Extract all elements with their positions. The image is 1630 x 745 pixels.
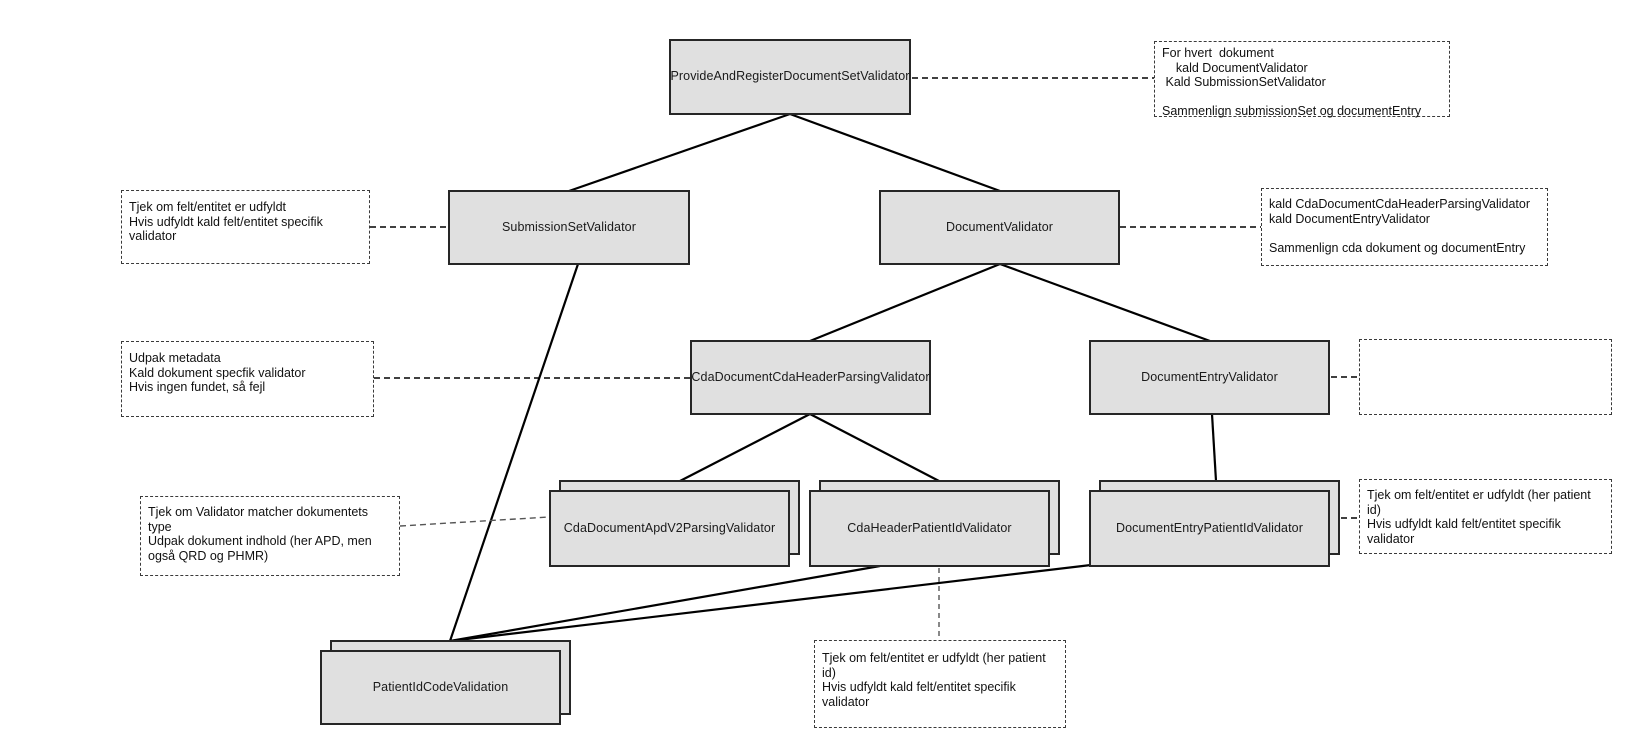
note-text-line: Tjek om felt/entitet er udfyldt (her pat… (822, 651, 1050, 680)
node-cda-document-apdv2-parsing-validator: CdaDocumentApdV2ParsingValidator (549, 490, 790, 567)
note-text-line: Udpak metadata (129, 351, 221, 365)
note-text-line: kald DocumentEntryValidator (1269, 211, 1430, 226)
edge-submissionset-to-patientidcode (448, 263, 580, 642)
note-text-line: Kald SubmissionSetValidator (1162, 75, 1326, 89)
note-text-line: Sammenlign submissionSet og documentEntr… (1162, 104, 1422, 118)
note-text-line: kald DocumentValidator (1162, 60, 1308, 75)
node-cda-header-patient-id-validator: CdaHeaderPatientIdValidator (809, 490, 1050, 567)
note-text-line: Tjek om felt/entitet er udfyldt (her pat… (1367, 488, 1595, 517)
note-document-validator: kald CdaDocumentCdaHeaderParsingValidato… (1261, 188, 1548, 266)
edge-documententrypatientid-to-patientidcode (449, 563, 1092, 643)
note-text-line: Udpak dokument indhold (her APD, men (148, 534, 372, 548)
node-document-entry-patient-id-validator: DocumentEntryPatientIdValidator (1089, 490, 1330, 567)
node-label: DocumentEntryPatientIdValidator (1116, 520, 1303, 535)
note-text-line: Hvis ingen fundet, så fejl (129, 380, 266, 394)
node-document-entry-validator: DocumentEntryValidator (1089, 340, 1330, 415)
note-patient-id-fields: Tjek om felt/entitet er udfyldt (her pat… (814, 640, 1066, 728)
node-label: PatientIdCodeValidation (372, 679, 509, 694)
node-document-validator: DocumentValidator (879, 190, 1120, 265)
edge-documentvalidator-to-cdaparsing (809, 262, 1001, 343)
edge-root-to-submissionset (568, 112, 791, 193)
note-text-line: også QRD og PHMR) (148, 548, 269, 563)
note-text-line: For hvert dokument (1162, 46, 1274, 60)
note-text-line: Hvis udfyldt kald felt/entitet specifik … (129, 214, 327, 244)
node-label: DocumentValidator (945, 219, 1054, 234)
edge-cdaparsing-to-cdaheaderpatientid (809, 413, 940, 482)
connector-note-to-apdv2 (399, 516, 550, 527)
edge-cdaparsing-to-apdv2 (679, 413, 811, 482)
note-cda-parsing: Udpak metadata Kald dokument specfik val… (121, 341, 374, 417)
note-root: For hvert dokument kald DocumentValidato… (1154, 41, 1450, 118)
node-label: SubmissionSetValidator (502, 219, 636, 234)
node-label: CdaDocumentApdV2ParsingValidator (563, 520, 776, 535)
edge-documentvalidator-to-documententry (999, 262, 1211, 343)
note-submission-set: Tjek om felt/entitet er udfyldt Hvis udf… (121, 190, 370, 264)
node-label: CdaHeaderPatientIdValidator (847, 520, 1012, 535)
note-text-line: Tjek om felt/entitet er udfyldt (129, 200, 287, 214)
node-provide-and-register-document-set-validator: ProvideAndRegisterDocumentSetValidator (669, 39, 911, 115)
note-text-line: Hvis udfyldt kald felt/entitet specifik … (1367, 517, 1565, 546)
edge-root-to-documentvalidator (789, 112, 1001, 193)
node-cda-document-cda-header-parsing-validator: CdaDocumentCdaHeaderParsingValidator (690, 340, 931, 415)
note-text-line (1269, 226, 1540, 241)
edge-documententry-to-documententrypatientid (1210, 413, 1218, 482)
note-text-line: Sammenlign cda dokument og documentEntry (1269, 240, 1526, 255)
node-label: DocumentEntryValidator (1141, 369, 1278, 384)
node-label: ProvideAndRegisterDocumentSetValidator (670, 69, 910, 84)
note-document-entry-empty (1359, 339, 1612, 415)
note-text-line (1367, 345, 1604, 360)
edge-cdaheaderpatientid-to-patientidcode (449, 564, 881, 643)
note-text-line: Hvis udfyldt kald felt/entitet specifik … (822, 680, 1020, 709)
note-apdv2-parsing: Tjek om Validator matcher dokumentets ty… (140, 496, 400, 576)
note-text-line (1162, 90, 1442, 105)
note-text-line: Tjek om Validator matcher dokumentets ty… (148, 505, 372, 534)
note-text-line: Kald dokument specfik validator (129, 365, 306, 380)
node-submission-set-validator: SubmissionSetValidator (448, 190, 690, 265)
note-text-line: kald CdaDocumentCdaHeaderParsingValidato… (1269, 197, 1531, 211)
node-patient-id-code-validation: PatientIdCodeValidation (320, 650, 561, 725)
note-document-entry-patient-id: Tjek om felt/entitet er udfyldt (her pat… (1359, 479, 1612, 554)
node-label: CdaDocumentCdaHeaderParsingValidator (691, 369, 930, 384)
